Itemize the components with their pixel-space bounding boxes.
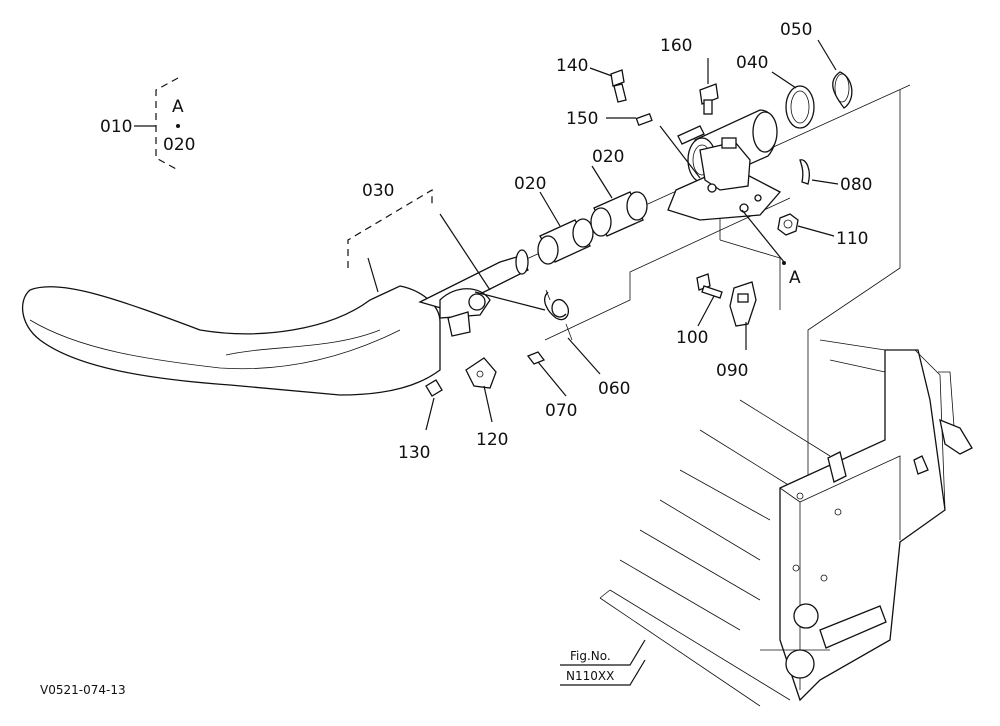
callout-040: 040 (736, 53, 768, 73)
callout-160: 160 (660, 36, 692, 56)
figure-reference-box (560, 639, 646, 686)
ring-040 (771, 71, 815, 129)
callout-090: 090 (716, 361, 748, 381)
callout-050: 050 (780, 20, 812, 40)
bushing-left (537, 191, 594, 265)
callout-140: 140 (556, 56, 588, 76)
callout-080: 080 (840, 175, 872, 195)
callout-100: 100 (676, 328, 708, 348)
legend-group (134, 77, 180, 171)
bolt-140 (589, 67, 627, 103)
bolt-130 (425, 379, 443, 431)
figure-code: V0521-074-13 (40, 683, 126, 697)
callout-130: 130 (398, 443, 430, 463)
snap-ring-050 (817, 39, 853, 109)
callout-060: 060 (598, 379, 630, 399)
bolt-100 (696, 273, 723, 327)
callout-120: 120 (476, 430, 508, 450)
callout-070: 070 (545, 401, 577, 421)
callout-legend-020: 020 (163, 135, 195, 155)
switch-090 (729, 281, 757, 350)
callout-020-left: 020 (514, 174, 546, 194)
bracket-assembly (659, 109, 782, 221)
callout-110: 110 (836, 229, 868, 249)
callout-a-ref: A (789, 268, 801, 288)
callout-150: 150 (566, 109, 598, 129)
fig-ref-line2: N110XX (566, 669, 614, 683)
bushing-right (590, 165, 648, 237)
pin-070 (526, 351, 567, 397)
callout-010: 010 (100, 117, 132, 137)
nut-110 (777, 213, 835, 237)
bolt-160 (699, 58, 719, 115)
spring-060 (544, 289, 601, 375)
callout-legend-a: A (172, 97, 184, 117)
plate-120 (465, 357, 497, 423)
fig-ref-line1: Fig.No. (570, 649, 611, 663)
pin-150 (606, 112, 653, 126)
cotter-pin-080 (799, 159, 839, 185)
callout-020-right: 020 (592, 147, 624, 167)
callout-030: 030 (362, 181, 394, 201)
lever-assembly (21, 188, 546, 396)
chassis-frame (599, 339, 973, 707)
